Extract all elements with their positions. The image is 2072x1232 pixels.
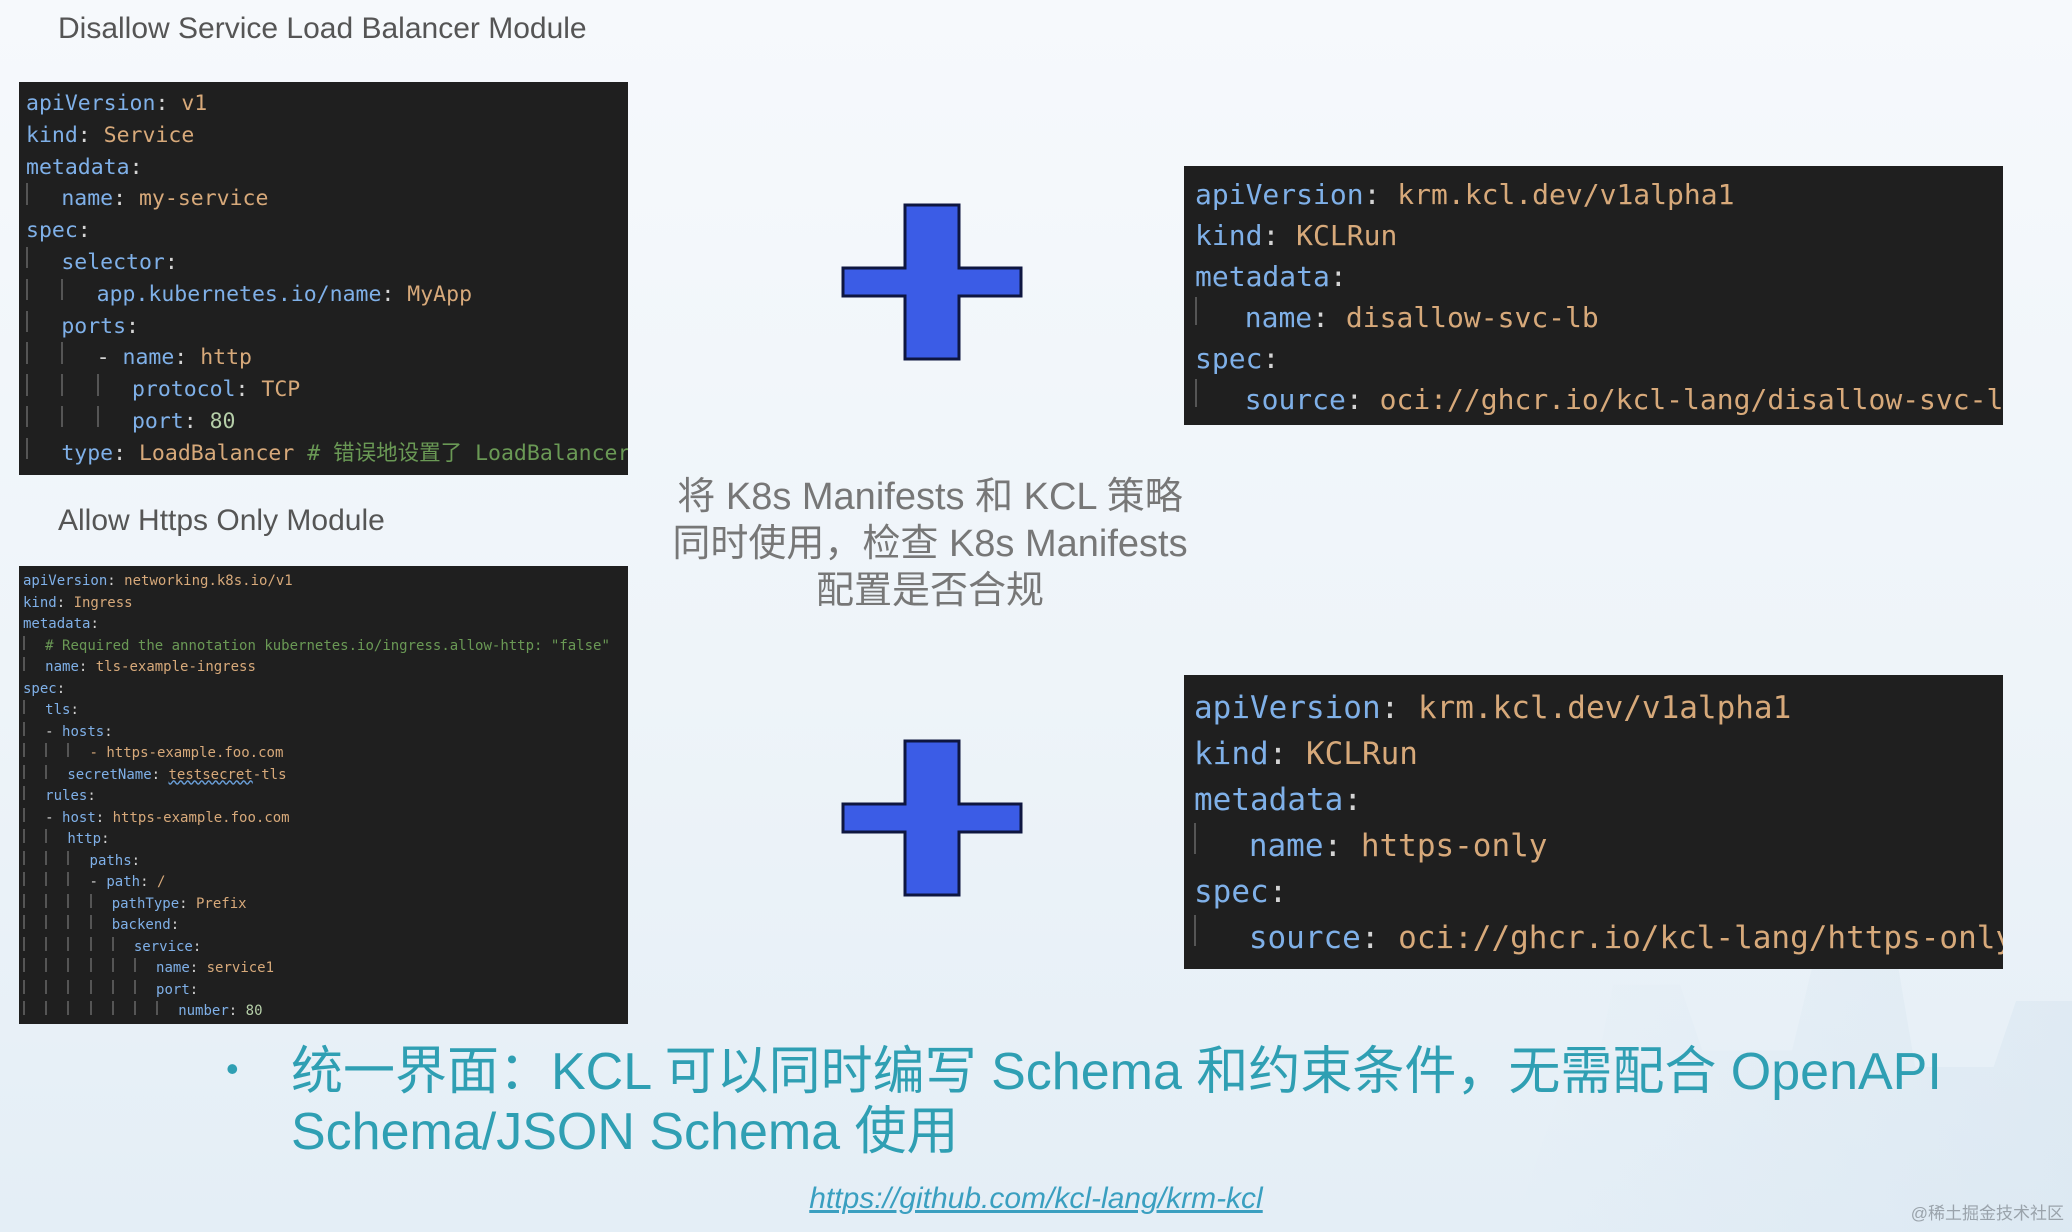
code-line: apiVersion: v1 [26, 91, 208, 116]
code-line: - name: http [26, 342, 628, 374]
code-line: source: oci://ghcr.io/kcl-lang/https-onl… [1194, 915, 2003, 961]
code-line: name: https-only [1194, 823, 2003, 869]
plus-icon [841, 739, 1023, 897]
code-line: name: service1 [23, 958, 628, 980]
code-line: - https-example.foo.com [23, 743, 628, 765]
code-line: spec: [23, 680, 66, 697]
code-line: spec: [26, 218, 91, 244]
kclrun-disallow-svc-lb-code-block: apiVersion: krm.kcl.dev/v1alpha1 kind: KC… [1184, 166, 2003, 425]
code-line: tls: [23, 700, 628, 722]
code-line: apiVersion: krm.kcl.dev/v1alpha1 [1194, 690, 1792, 726]
code-line: metadata: [1194, 782, 1362, 818]
code-line: name: disallow-svc-lb [1195, 297, 2003, 338]
code-line: apiVersion: networking.k8s.io/v1 [23, 573, 293, 589]
code-line: kind: KCLRun [1195, 219, 1398, 252]
code-line: - hosts: [23, 721, 628, 744]
code-line: number: 80 [23, 1001, 628, 1023]
code-line: rules: [23, 786, 628, 808]
kclrun-https-only-code-block: apiVersion: krm.kcl.dev/v1alpha1 kind: KC… [1184, 675, 2003, 969]
code-line: secretName: testsecret-tls [23, 764, 628, 787]
code-line: pathType: Prefix [23, 893, 628, 916]
code-line: source: oci://ghcr.io/kcl-lang/disallow-… [1195, 379, 2003, 420]
plus-icon [841, 203, 1023, 361]
bullet-point-text: 统一界面：KCL 可以同时编写 Schema 和约束条件，无需配合 OpenAP… [291, 1043, 1942, 1161]
code-line: http: [23, 829, 628, 851]
code-line: port: 80 [26, 405, 628, 438]
code-line: kind: Service [26, 122, 195, 148]
code-line: app.kubernetes.io/name: MyApp [26, 278, 628, 311]
code-line: metadata: [26, 154, 143, 180]
github-link[interactable]: https://github.com/kcl-lang/krm-kcl [809, 1182, 1263, 1215]
code-line: - path: / [23, 872, 628, 894]
code-line: port: [23, 979, 628, 1002]
bullet-dot: • [226, 1048, 239, 1089]
center-description: 将 K8s Manifests 和 KCL 策略同时使用，检查 K8s Mani… [672, 476, 1188, 612]
code-line: ports: [26, 310, 628, 343]
code-line: backend: [23, 915, 628, 937]
module1-title: Disallow Service Load Balancer Module [58, 12, 587, 45]
code-line: - host: https-example.foo.com [23, 807, 628, 830]
code-line: metadata: [1195, 260, 1347, 293]
ingress-yaml-code-block: apiVersion: networking.k8s.io/v1 kind: In… [19, 566, 628, 1024]
code-line: spec: [1195, 342, 1280, 375]
watermark: @稀土掘金技术社区 [1910, 1204, 2064, 1223]
service-yaml-code-block: apiVersion: v1 kind: Service metadata: nam… [19, 82, 628, 475]
code-line: service: [23, 936, 628, 959]
code-line: apiVersion: krm.kcl.dev/v1alpha1 [1195, 178, 1735, 211]
code-line: selector: [26, 246, 628, 279]
code-line: type: LoadBalancer # 错误地设置了 LoadBalancer [26, 437, 628, 470]
code-line: kind: KCLRun [1194, 736, 1418, 772]
code-line: metadata: [23, 616, 99, 632]
code-line: name: tls-example-ingress [23, 657, 628, 679]
module2-title: Allow Https Only Module [58, 504, 385, 537]
code-line: protocol: TCP [26, 374, 628, 406]
code-line: paths: [23, 850, 628, 873]
code-line: spec: [1194, 874, 1288, 910]
code-line: name: my-service [26, 183, 628, 215]
code-line: kind: Ingress [23, 594, 133, 611]
code-line: # Required the annotation kubernetes.io/… [23, 635, 628, 658]
